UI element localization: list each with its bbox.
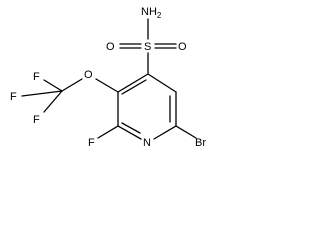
atom-sulfur: S (144, 41, 151, 53)
bonds (21, 18, 197, 140)
bond-c4-c3-inner (121, 79, 147, 95)
bond-n-c2 (117, 125, 142, 140)
chemical-structure-diagram: NH2 S O O O F F F F N Br (10, 6, 206, 149)
atom-bromine: Br (195, 137, 206, 149)
bond-n-c2-inner (121, 122, 141, 134)
atom-fluorine-ring: F (88, 137, 95, 149)
bond-cf3-f-left (21, 90, 63, 97)
atom-ether-oxygen: O (84, 69, 93, 81)
bond-c4-c3 (117, 73, 149, 93)
bond-cf3-f-bottom (43, 90, 63, 113)
bond-c3-o (95, 78, 119, 93)
atom-ring-nitrogen: N (143, 137, 151, 149)
atom-labels: NH2 S O O O F F F F N Br (10, 6, 206, 149)
atom-sulfonyl-oxygen-left: O (106, 41, 115, 53)
bond-c6-br (175, 125, 197, 139)
atom-amine-label: NH (141, 6, 157, 18)
atom-fluorine-cf3-bottom: F (33, 114, 40, 126)
atom-sulfonyl-oxygen-right: O (178, 41, 187, 53)
bond-c4-c5 (147, 73, 177, 93)
bond-c2-f (97, 125, 119, 139)
bond-o-cf3 (61, 78, 83, 92)
atom-fluorine-cf3-top: F (33, 71, 40, 83)
bond-c6-n (153, 125, 177, 140)
atom-fluorine-cf3-left: F (10, 91, 17, 103)
atom-amine-subscript: 2 (157, 11, 162, 20)
atom-amine: NH2 (141, 6, 162, 20)
bond-cf3-f-top (43, 79, 63, 92)
